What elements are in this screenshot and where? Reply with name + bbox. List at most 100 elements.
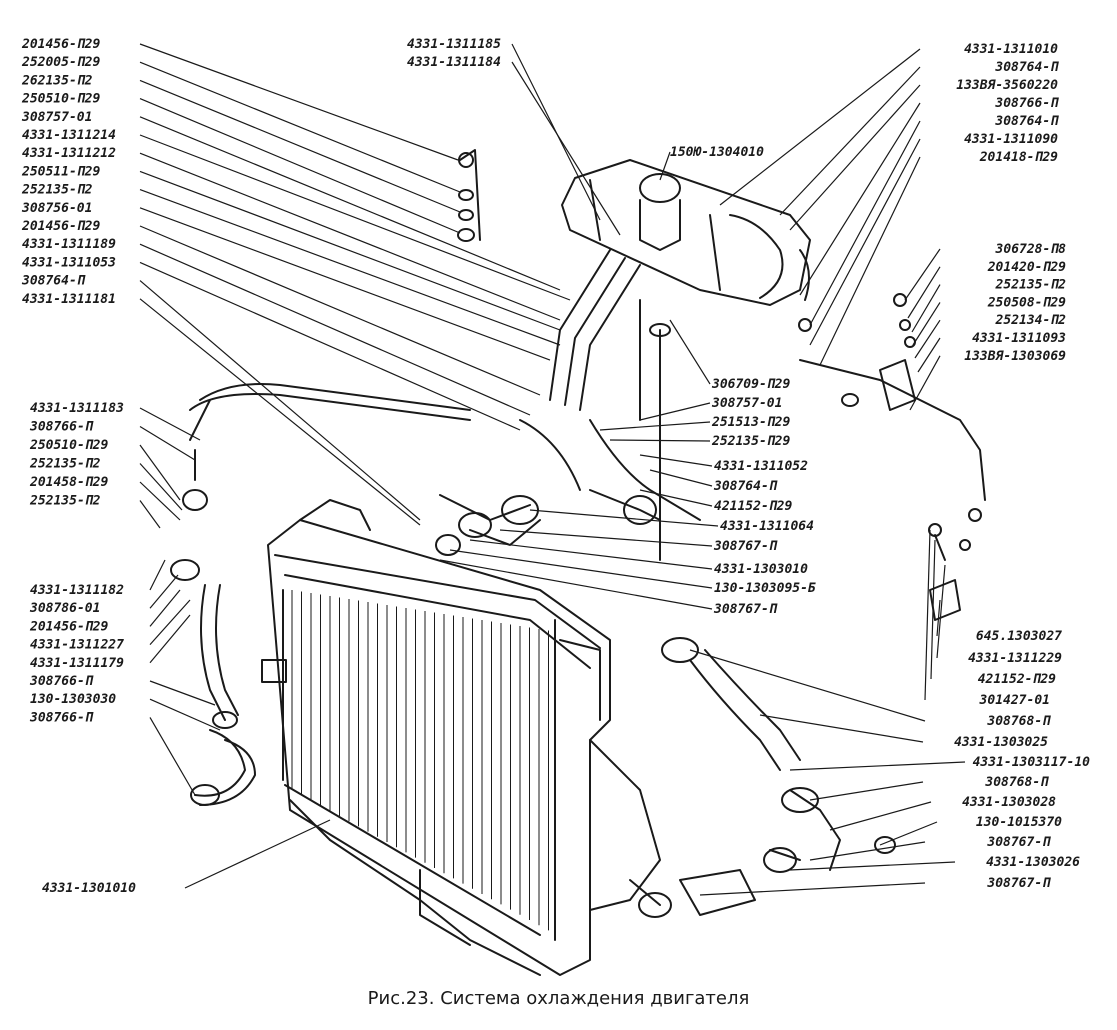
leader-line bbox=[139, 500, 161, 529]
leader-line bbox=[917, 337, 941, 373]
leader-line bbox=[936, 599, 941, 637]
leader-line bbox=[911, 284, 941, 333]
part-number-label: 4331-1311214 bbox=[22, 128, 116, 143]
part-number-label: 4331-1311182 bbox=[30, 583, 124, 598]
leader-line bbox=[439, 559, 713, 610]
leader-line bbox=[139, 170, 561, 331]
leader-line bbox=[609, 439, 711, 442]
leader-line bbox=[149, 574, 179, 609]
part-number-label: 421152-П29 bbox=[714, 499, 792, 514]
part-number-label: 252005-П29 bbox=[21, 55, 100, 70]
part-number-label: 421152-П29 bbox=[978, 672, 1056, 687]
leader-line bbox=[149, 589, 181, 627]
part-number-label: 4331-1301010 bbox=[42, 881, 136, 896]
part-number-label: 201456-П29 bbox=[21, 219, 100, 234]
leader-line bbox=[139, 481, 181, 521]
part-number-label: 308757-01 bbox=[21, 110, 92, 125]
leader-line bbox=[912, 302, 941, 346]
part-number-label: 250508-П29 bbox=[987, 295, 1066, 310]
part-number-label: 308764-П bbox=[994, 60, 1059, 75]
leader-line bbox=[139, 225, 541, 396]
expansion-tank bbox=[561, 159, 811, 306]
leader-line bbox=[139, 61, 461, 193]
radiator bbox=[261, 499, 661, 976]
part-number-label: 308764-П bbox=[21, 274, 86, 289]
radiator-core-fins bbox=[291, 590, 549, 931]
part-number-label: 308766-П bbox=[29, 710, 94, 725]
part-number-label: 130-1303030 bbox=[30, 692, 116, 707]
leader-line bbox=[649, 469, 713, 487]
part-number-label: 252134-П2 bbox=[995, 313, 1067, 328]
part-number-label: 308766-П bbox=[29, 420, 94, 435]
part-number-label: 4331-1311179 bbox=[30, 656, 124, 671]
leader-line bbox=[449, 549, 713, 589]
part-labels: 201456-П29252005-П29262135-П2250510-П293… bbox=[21, 37, 1090, 896]
leader-line bbox=[149, 680, 216, 706]
leader-line bbox=[139, 261, 521, 431]
leader-line bbox=[639, 489, 713, 507]
leader-line bbox=[924, 529, 931, 701]
part-number-label: 4331-1311185 bbox=[407, 37, 501, 52]
part-number-label: 250511-П29 bbox=[21, 164, 100, 179]
part-number-label: 130-1303095-Б bbox=[714, 581, 816, 596]
leader-line bbox=[139, 98, 461, 234]
part-number-label: 252135-П29 bbox=[711, 434, 790, 449]
leader-line bbox=[879, 821, 938, 846]
part-number-label: 133ВЯ-3560220 bbox=[956, 78, 1058, 93]
part-number-label: 4331-1311229 bbox=[968, 651, 1062, 666]
part-number-label: 308757-01 bbox=[711, 396, 782, 411]
leader-line bbox=[809, 841, 926, 861]
part-number-label: 133ВЯ-1303069 bbox=[964, 349, 1066, 364]
leader-line bbox=[139, 280, 421, 521]
leader-line bbox=[659, 151, 671, 181]
leader-line bbox=[639, 402, 711, 421]
leader-line bbox=[829, 801, 932, 831]
leader-line bbox=[139, 463, 183, 511]
part-number-label: 201418-П29 bbox=[979, 150, 1058, 165]
leader-line bbox=[469, 539, 713, 570]
part-number-label: 308766-П bbox=[29, 674, 94, 689]
leader-line bbox=[139, 79, 461, 213]
part-number-label: 4331-1311212 bbox=[22, 146, 116, 161]
leader-line bbox=[139, 189, 561, 346]
part-number-label: 308764-П bbox=[713, 479, 778, 494]
part-number-label: 4331-1311181 bbox=[22, 292, 116, 307]
leader-line bbox=[139, 298, 421, 526]
part-number-label: 150Ю-1304010 bbox=[670, 145, 764, 160]
leader-line bbox=[149, 559, 166, 591]
leader-line bbox=[799, 102, 921, 296]
leader-line bbox=[149, 717, 196, 796]
part-number-label: 308764-П bbox=[994, 114, 1059, 129]
leader-line bbox=[789, 861, 956, 871]
leader-line bbox=[930, 539, 936, 680]
part-number-label: 201456-П29 bbox=[21, 37, 100, 52]
part-number-label: 4331-1311010 bbox=[964, 42, 1058, 57]
leader-line bbox=[914, 319, 941, 359]
leader-line bbox=[789, 84, 921, 231]
leader-line bbox=[669, 319, 711, 385]
part-number-label: 4331-1311093 bbox=[972, 331, 1066, 346]
part-number-label: 251513-П29 bbox=[711, 415, 790, 430]
leader-line bbox=[149, 599, 191, 646]
leader-line bbox=[139, 43, 459, 161]
part-number-label: 306728-П8 bbox=[995, 242, 1067, 257]
part-number-label: 301427-01 bbox=[979, 693, 1050, 708]
part-number-label: 308786-01 bbox=[29, 601, 100, 616]
part-number-label: 4331-1303117-10 bbox=[973, 755, 1091, 770]
part-number-label: 201458-П29 bbox=[29, 475, 108, 490]
part-number-label: 645.1303027 bbox=[976, 629, 1062, 644]
part-number-label: 4331-1311227 bbox=[30, 638, 124, 653]
part-number-label: 250510-П29 bbox=[21, 92, 100, 107]
part-number-label: 308767-П bbox=[713, 602, 778, 617]
part-number-label: 4331-1303028 bbox=[962, 795, 1056, 810]
leader-line bbox=[907, 266, 941, 319]
part-number-label: 252135-П2 bbox=[995, 278, 1067, 293]
hoses-and-pipes bbox=[170, 149, 986, 918]
part-number-label: 201456-П29 bbox=[29, 619, 108, 634]
leader-line bbox=[809, 138, 921, 346]
leader-line bbox=[139, 152, 561, 321]
leader-line bbox=[819, 156, 921, 366]
part-number-label: 308756-01 bbox=[21, 201, 92, 216]
leader-line bbox=[149, 614, 191, 664]
leader-line bbox=[139, 444, 181, 501]
